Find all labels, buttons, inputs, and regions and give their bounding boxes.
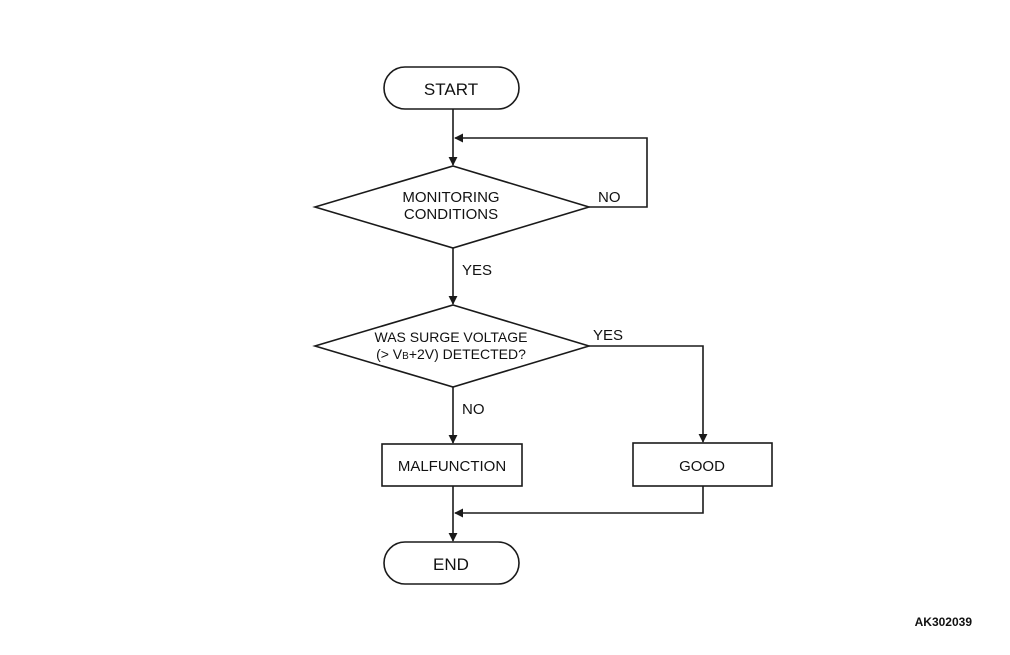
monitoring-no-label: NO (598, 189, 621, 206)
monitoring-label-line2: CONDITIONS (404, 206, 498, 223)
surge-label-sub: B (402, 351, 409, 362)
figure-id: AK302039 (914, 615, 972, 629)
start-node: START (383, 66, 520, 110)
edge-good-to-end (454, 486, 704, 518)
malfunction-node: MALFUNCTION (381, 443, 523, 487)
surge-label-line1: WAS SURGE VOLTAGE (375, 329, 528, 345)
monitoring-label-line1: MONITORING (402, 189, 499, 206)
edge-surge-yes (589, 345, 708, 443)
end-label: END (433, 555, 469, 574)
surge-label-pre: (> V (376, 346, 403, 362)
start-label: START (424, 80, 478, 99)
malfunction-label: MALFUNCTION (398, 458, 506, 475)
surge-no-label: NO (462, 401, 485, 418)
surge-yes-label: YES (593, 327, 623, 344)
edge-monitoring-no-loop (454, 133, 648, 208)
monitoring-decision: MONITORING CONDITIONS (312, 165, 592, 249)
good-node: GOOD (632, 442, 773, 487)
surge-decision: WAS SURGE VOLTAGE (> VB+2V) DETECTED? (312, 304, 592, 388)
end-node: END (383, 541, 520, 585)
good-label: GOOD (679, 458, 725, 475)
surge-label-line2: (> VB+2V) DETECTED? (376, 346, 526, 362)
surge-label-post: +2V) DETECTED? (409, 346, 526, 362)
monitoring-yes-label: YES (462, 262, 492, 279)
